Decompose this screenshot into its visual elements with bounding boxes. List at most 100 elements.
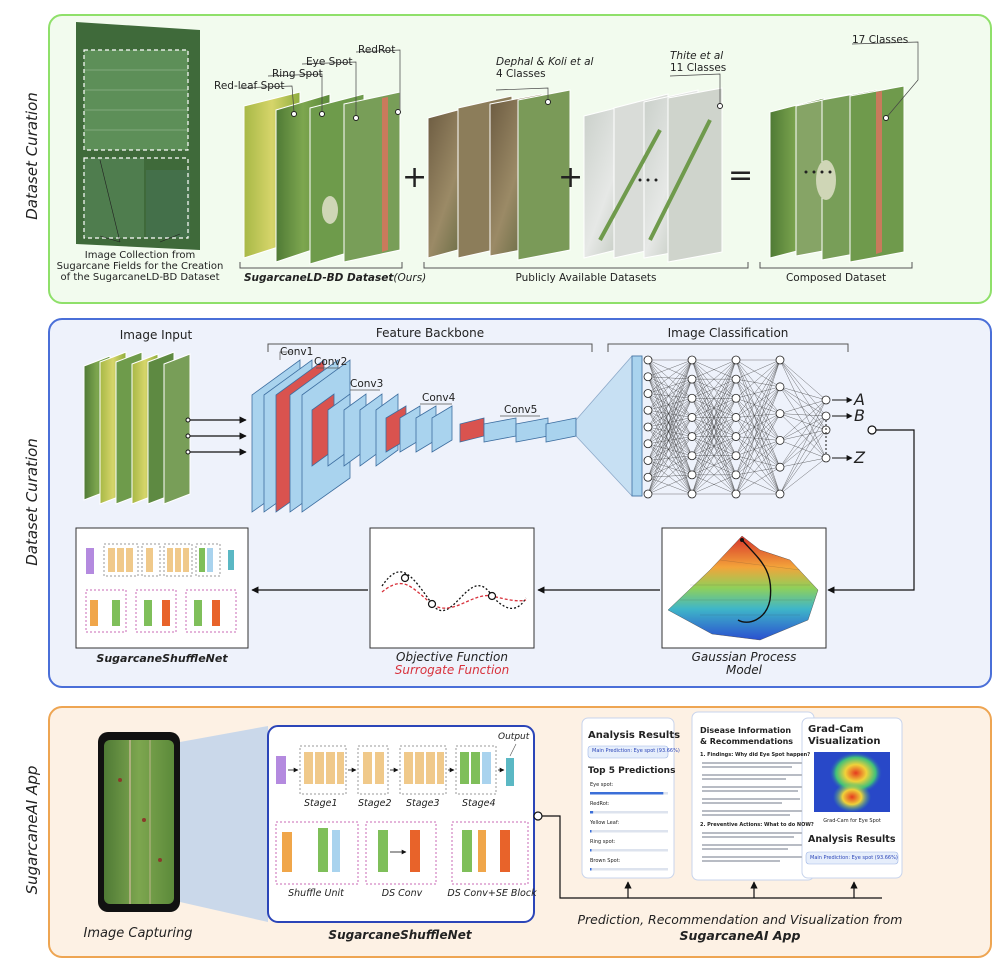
nn-connection [647,359,693,495]
nn-connection [735,379,781,441]
gaussian-process-surface [667,535,819,641]
nn-connection [647,376,693,437]
nn-connection [647,359,693,394]
feature-backbone-layers [251,359,577,513]
card1-top5-title: Top 5 Predictions [588,766,676,776]
stage2-label: Stage2 [358,798,392,809]
classification-network [643,355,831,499]
nn-connection [647,376,693,380]
card1-title: Analysis Results [588,730,681,741]
nn-connection [647,393,693,495]
nn-connection [647,455,693,495]
nn-connection [735,379,781,414]
nn-connection [647,460,693,495]
nn-connection [735,436,781,468]
plus-sign: + [402,160,428,195]
caption-line: Sugarcane Fields for the Creation [56,261,224,272]
nn-connection [779,413,827,459]
nn-connection [735,413,781,418]
nn-connection [691,359,737,456]
nn-connection [647,393,693,399]
nn-connection [647,359,693,428]
ds-conv-se-label: DS Conv+SE Block [447,888,537,899]
nn-connection [779,457,827,495]
nn-connection [735,455,781,495]
nn-connection [647,455,693,461]
nn-neuron [643,422,653,432]
own-dataset-stack [239,49,401,265]
nn-connection [735,417,781,468]
nn-connection [647,474,693,495]
prediction-bar-fill [590,792,664,795]
nn-connection [779,399,827,414]
nn-connection [647,378,693,394]
nn-connection [735,440,781,456]
composed-classes: 17 Classes [852,34,909,46]
nn-neuron [821,411,831,421]
nn-connection [691,359,737,437]
conv1-label: Conv1 [280,346,314,358]
nn-connection [647,359,693,377]
nn-connection [647,379,693,461]
image-input-label: Image Input [119,328,193,342]
nn-connection [647,398,693,461]
nn-connection [779,359,827,401]
card1-item-label: RedRot: [590,801,610,807]
nn-connection [779,386,827,431]
nn-connection [647,417,693,461]
nn-connection [647,359,693,380]
nn-connection [647,379,693,495]
composed-dataset-label: Composed Dataset [785,272,887,284]
nn-connection [735,398,781,414]
card2-title2: & Recommendations [700,737,794,746]
dephal-title: Dephal & Koli et al [496,56,594,68]
nn-connection [735,436,781,441]
output-b: B [854,406,865,425]
nn-connection [735,417,781,495]
nn-connection [779,429,827,441]
nn-neuron [775,409,785,419]
nn-connection [647,393,693,475]
prediction-bar-track [590,830,668,833]
nn-connection [779,429,827,468]
nn-neuron [775,382,785,392]
nn-connection [647,426,693,475]
composed-dataset-stack [769,41,919,263]
nn-connection [647,359,693,437]
nn-neuron [775,435,785,445]
conv2-label: Conv2 [314,356,348,368]
nn-connection [647,393,693,418]
nn-connection [691,359,737,399]
nn-connection [779,399,827,441]
nn-connection [647,426,693,495]
field-aerial-image [76,22,200,250]
nn-connection [735,413,781,437]
dephal-dataset-stack [427,87,571,261]
nn-neuron [775,355,785,365]
nn-connection [647,379,693,428]
output-label: Output [498,732,530,742]
nn-connection [647,393,693,437]
nn-connection [735,440,781,475]
prediction-bar-fill [590,830,592,833]
bottom-caption-line1: Prediction, Recommendation and Visualiza… [577,912,903,927]
nn-connection [647,443,693,456]
nn-connection [647,376,693,399]
nn-connection [735,455,781,468]
nn-connection [647,359,693,411]
nn-connection [647,359,693,444]
nn-connection [779,359,827,417]
output-z: Z [854,448,865,467]
nn-connection [647,477,693,495]
nn-neuron [687,393,697,403]
card3-main-prediction: Main Prediction: Eye spot (93.66%) [810,855,898,861]
nn-neuron [821,395,831,405]
nn-neuron [775,489,785,499]
nn-connection [647,376,693,418]
shuffle-unit-label: Shuffle Unit [288,888,344,899]
card1-item-label: Yellow Leaf: [590,820,620,826]
output-a: A [854,390,865,409]
conv3-label: Conv3 [350,378,384,390]
ds-conv-label: DS Conv [381,888,423,899]
stage4-label: Stage4 [462,798,496,809]
